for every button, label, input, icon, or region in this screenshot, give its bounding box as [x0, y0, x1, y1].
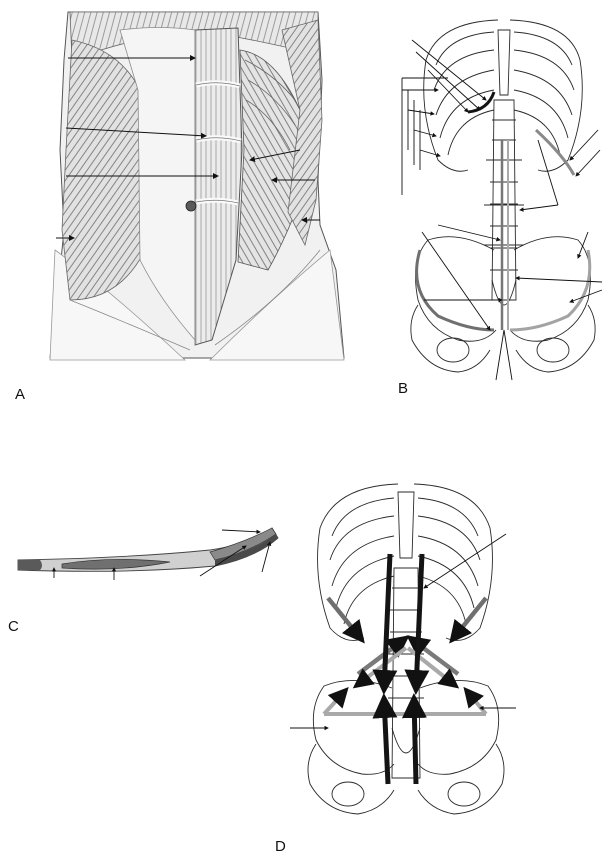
skeleton-attachments-illustration [398, 0, 604, 384]
panel-label-c: C [8, 618, 19, 635]
force-vector-dark [414, 698, 416, 784]
sternum [398, 492, 414, 558]
attachment-band-left-crest [417, 250, 494, 330]
panel-label-d: D [275, 838, 286, 855]
pelvis-right [418, 680, 499, 774]
attachment-band-right-crest [510, 250, 590, 330]
panel-d [290, 478, 520, 824]
panel-label-a: A [15, 386, 25, 403]
panel-b [398, 0, 604, 384]
rectus-sheath-segment [18, 560, 42, 570]
force-vector-dark [384, 554, 390, 690]
panel-a [0, 0, 350, 372]
pelvis-left [416, 237, 496, 342]
umbilicus [186, 201, 196, 211]
skeleton-force-vectors-illustration [290, 478, 520, 824]
ribcage-right [510, 20, 582, 171]
sacrum [492, 280, 516, 305]
force-vector-light [324, 690, 346, 714]
force-vector-dark [416, 554, 422, 690]
force-vector-light [466, 690, 486, 714]
abdominal-wall-section-illustration [10, 512, 282, 592]
panel-label-b: B [398, 380, 408, 397]
attachment-band-dark [468, 92, 494, 112]
panel-c [10, 512, 282, 592]
force-vector-mid [328, 598, 362, 640]
sternum [498, 30, 510, 95]
abdominal-muscles-illustration [0, 0, 350, 372]
force-vector-light [356, 648, 406, 686]
pelvis-left [313, 680, 394, 774]
pelvis-right [510, 237, 590, 342]
external-oblique-left [62, 40, 145, 300]
force-vector-mid [452, 598, 486, 640]
ribcage-left [424, 20, 498, 171]
